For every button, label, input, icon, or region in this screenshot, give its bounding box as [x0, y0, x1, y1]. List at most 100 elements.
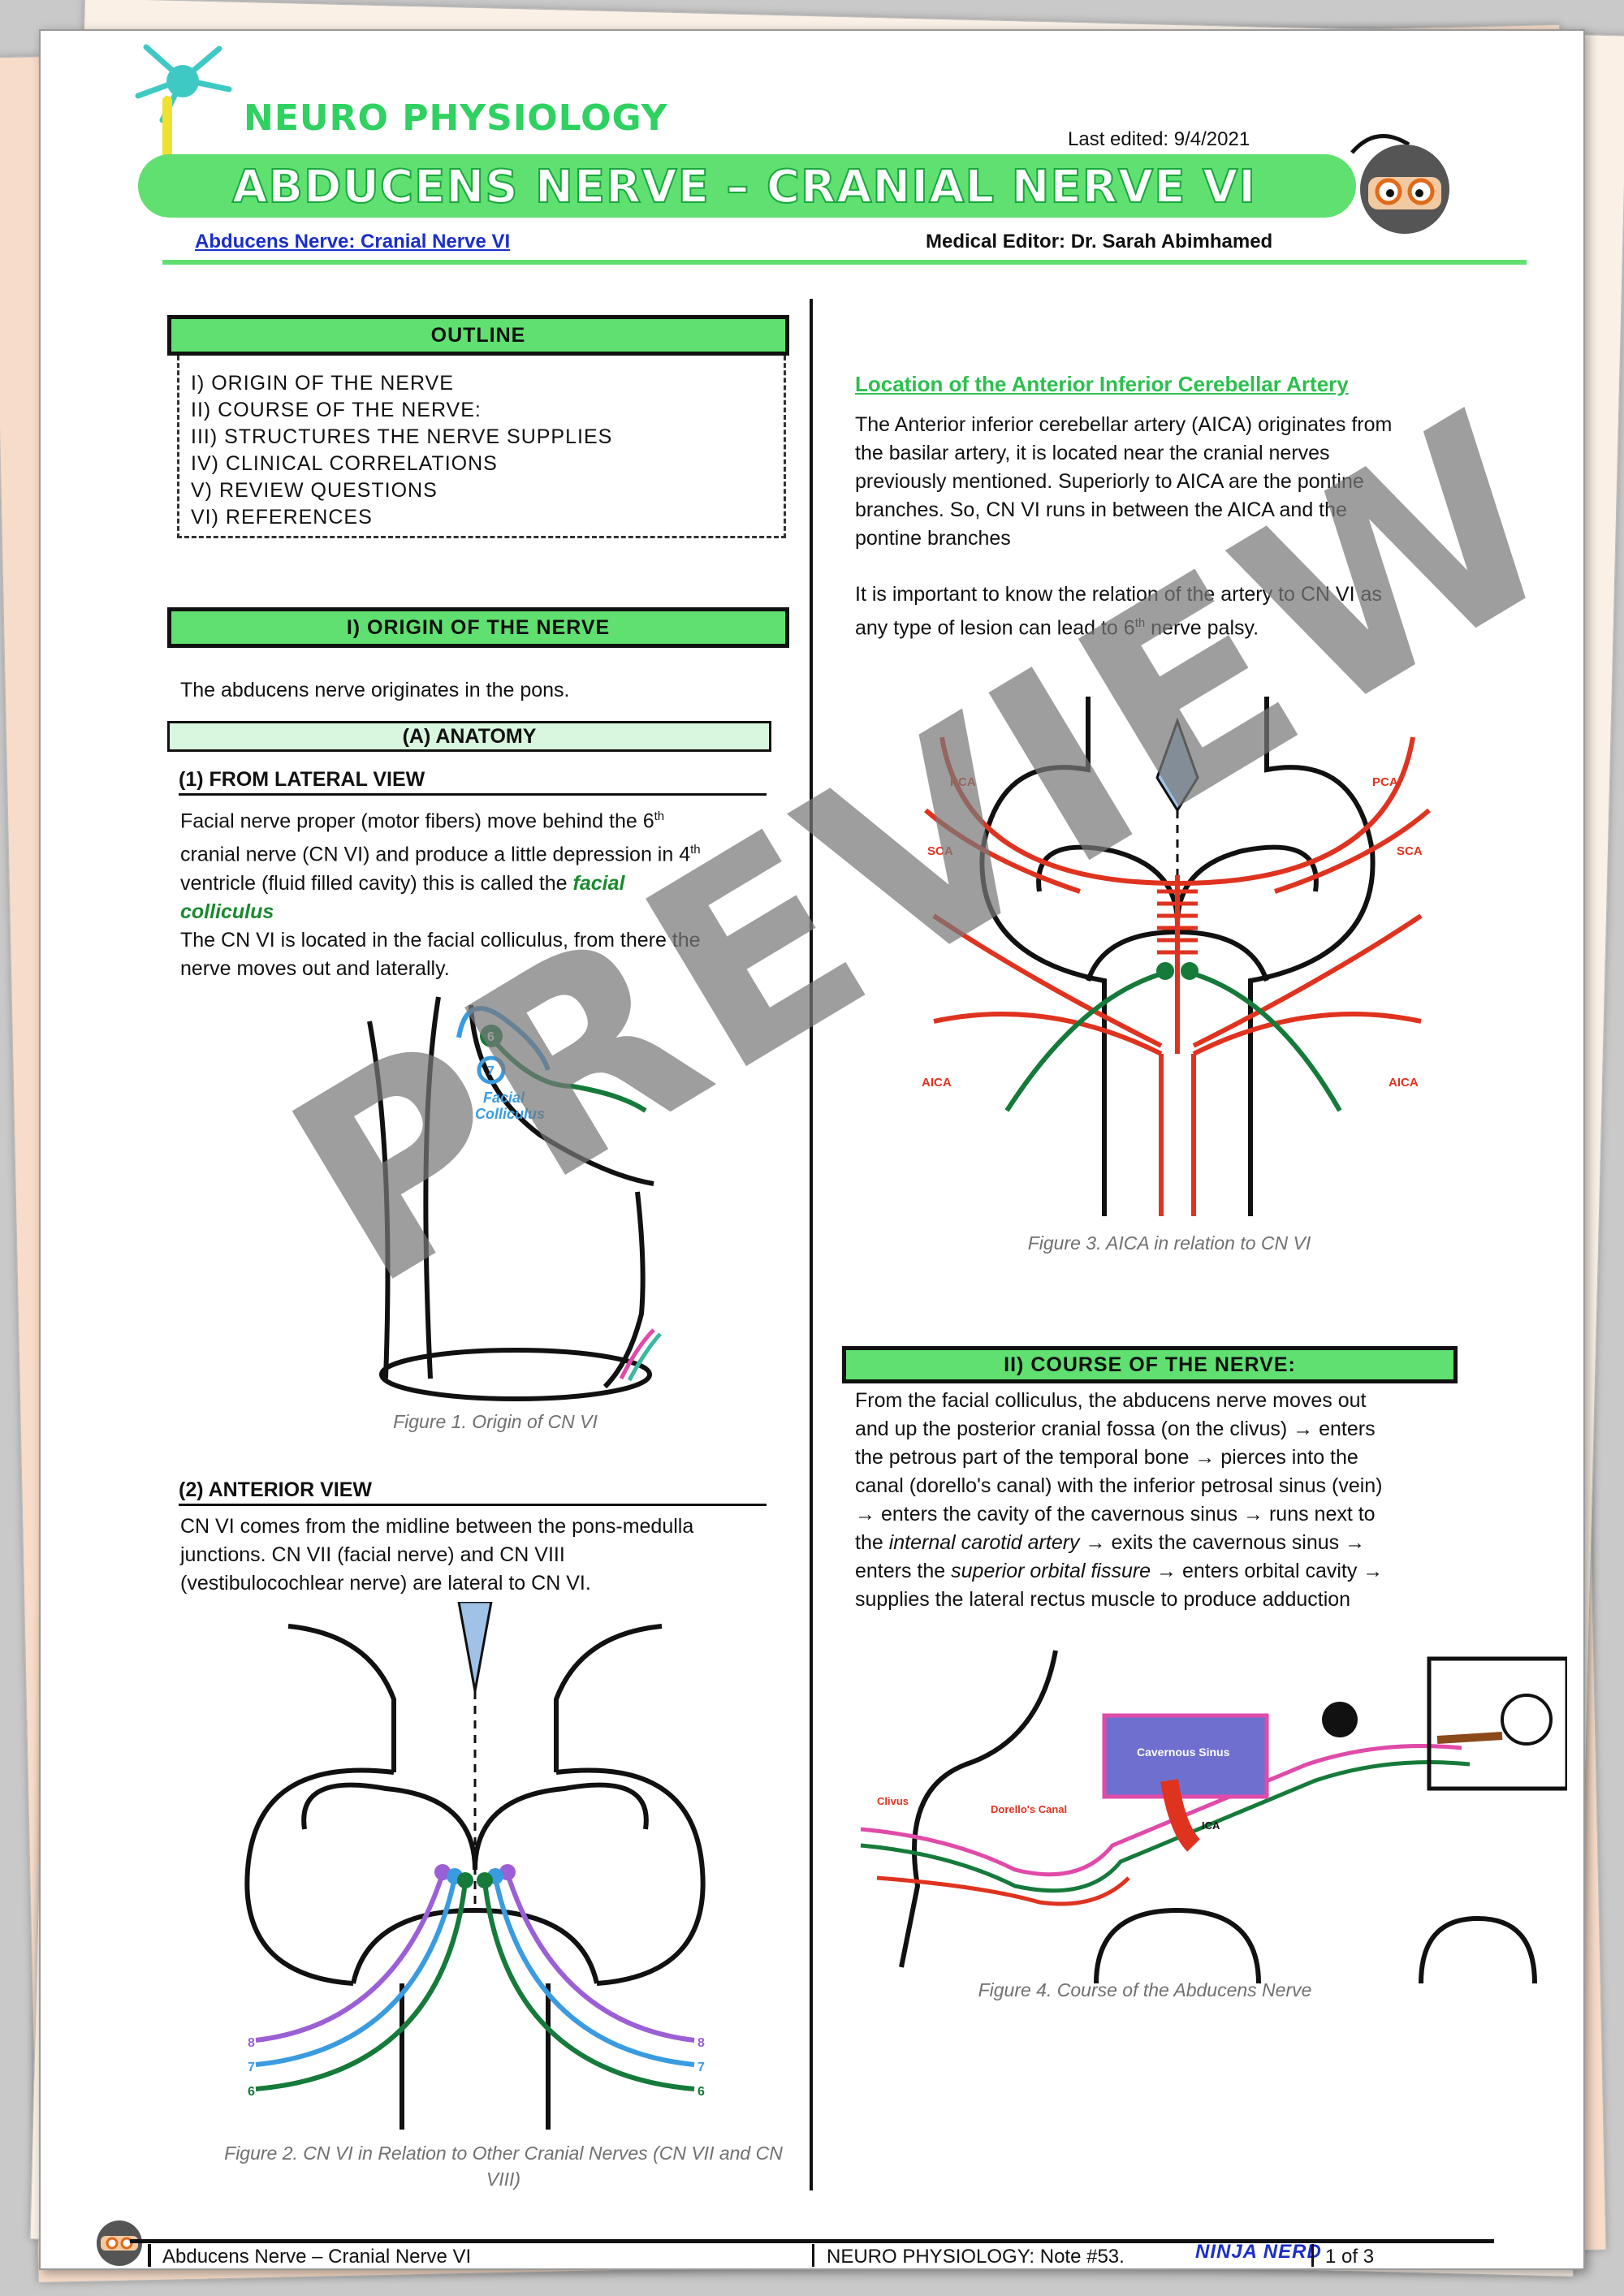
figure-4-caption: Figure 4. Course of the Abducens Nerve: [978, 1979, 1312, 2000]
section-header: II) COURSE OF THE NERVE:: [842, 1346, 1458, 1383]
outline-list: I) ORIGIN OF THE NERVE II) COURSE OF THE…: [179, 356, 784, 531]
fig2-label: 8: [698, 2036, 705, 2050]
text-line: previously mentioned. Superiorly to AICA…: [855, 470, 1364, 493]
anterior-view-heading: (2) ANTERIOR VIEW: [179, 1476, 767, 1506]
figure-4-course-diagram: Cavernous Sinus Dorello's Canal ICA Cliv…: [860, 1650, 1567, 1983]
text-line: → enters orbital cavity →: [1156, 1560, 1384, 1582]
topic-link[interactable]: Abducens Nerve: Cranial Nerve VI: [195, 231, 511, 252]
text-line: It is important to know the relation of …: [855, 583, 1382, 606]
fig2-label: 8: [248, 2036, 255, 2050]
outline-item[interactable]: I) ORIGIN OF THE NERVE: [191, 372, 454, 395]
superscript: th: [654, 809, 665, 823]
text-line: The Anterior inferior cerebellar artery …: [855, 413, 1393, 436]
aica-heading: Location of the Anterior Inferior Cerebe…: [855, 372, 1349, 396]
column-divider: [810, 299, 813, 2190]
figure-3-caption: Figure 3. AICA in relation to CN VI: [1027, 1232, 1311, 1254]
text-line: supplies the lateral rectus muscle to pr…: [855, 1588, 1351, 1611]
text-line: junctions. CN VII (facial nerve) and CN …: [180, 1543, 565, 1566]
fig4-label: Clivus: [877, 1795, 909, 1807]
term-superior-orbital-fissure: superior orbital fissure: [951, 1560, 1151, 1582]
ninja-footer-icon: [97, 2220, 142, 2266]
fig3-label: SCA: [1397, 844, 1423, 858]
fig3-label: PCA: [950, 775, 976, 789]
footer-separator: [812, 2244, 814, 2267]
outline-item[interactable]: II) COURSE OF THE NERVE:: [191, 399, 482, 421]
text-line: branches. So, CN VI runs in between the …: [855, 498, 1347, 521]
footer-title: Abducens Nerve – Cranial Nerve VI: [162, 2246, 472, 2268]
document-page: NEURO PHYSIOLOGY Last edited: 9/4/2021 A…: [39, 29, 1585, 2270]
footer-separator: [1311, 2244, 1314, 2267]
lateral-view-heading: (1) FROM LATERAL VIEW: [179, 766, 767, 796]
course-text: From the facial colliculus, the abducens…: [855, 1387, 1497, 1614]
page-number: 1 of 3: [1325, 2246, 1375, 2268]
text-line: → enters the cavity of the cavernous sin…: [855, 1503, 1376, 1526]
header-rule: [162, 260, 1527, 265]
footer-separator: [148, 2244, 151, 2267]
outline-item[interactable]: V) REVIEW QUESTIONS: [191, 479, 438, 502]
subsection-header: (A) ANATOMY: [167, 721, 771, 752]
text-line: the: [855, 1531, 883, 1554]
text-line: Facial nerve proper (motor fibers) move …: [180, 809, 654, 833]
figure-1-lateral-diagram: 6 7 Facial Colliculus: [367, 996, 662, 1401]
text-line: nerve moves out and laterally.: [180, 956, 450, 980]
fig3-label: AICA: [922, 1076, 952, 1090]
page-title: ABDUCENS NERVE – CRANIAL NERVE VI: [231, 160, 1257, 214]
fig3-label: SCA: [927, 844, 953, 858]
fig2-label: 7: [248, 2061, 255, 2074]
outline-item[interactable]: IV) CLINICAL CORRELATIONS: [191, 452, 498, 475]
fig1-label: 6: [487, 1030, 495, 1044]
brand-title: NEURO PHYSIOLOGY: [244, 97, 668, 139]
fig1-label: 7: [487, 1064, 495, 1078]
figure-2-anterior-diagram: 8 7 6 8 7 6: [244, 1602, 706, 2130]
figure-1-caption: Figure 1. Origin of CN VI: [393, 1411, 598, 1432]
medical-editor: Medical Editor: Dr. Sarah Abimhamed: [926, 231, 1273, 252]
footer-note: NEURO PHYSIOLOGY: Note #53.: [827, 2246, 1125, 2268]
fig4-label: Dorello's Canal: [991, 1803, 1067, 1815]
term-facial: facial: [572, 871, 625, 895]
ninja-nerd-logo: NINJA NERD: [1195, 2241, 1322, 2263]
section-header: I) ORIGIN OF THE NERVE: [167, 607, 789, 648]
superscript: th: [1134, 616, 1146, 630]
cn6-nucleus-marker: [480, 1025, 503, 1047]
fig4-label: ICA: [1202, 1819, 1220, 1832]
text-line: The CN VI is located in the facial colli…: [180, 928, 701, 952]
text-line: canal (dorello's canal) with the inferio…: [855, 1474, 1383, 1497]
fig2-label: 6: [248, 2085, 255, 2099]
cavernous-sinus-shape: [1102, 1713, 1269, 1799]
text-line: CN VI comes from the midline between the…: [180, 1515, 694, 1538]
text-line: and up the posterior cranial fossa (on t…: [855, 1418, 1376, 1440]
superscript: th: [690, 843, 701, 857]
anterior-view-text: CN VI comes from the midline between the…: [180, 1513, 773, 1598]
fig1-label: Facial: [483, 1090, 525, 1106]
fig2-label: 6: [698, 2085, 705, 2099]
outline-item[interactable]: VI) REFERENCES: [191, 506, 373, 529]
term-internal-carotid-artery: internal carotid artery: [888, 1531, 1080, 1554]
fig3-label: AICA: [1389, 1076, 1419, 1090]
title-banner: [138, 154, 1356, 218]
text-line: any type of lesion can lead to 6: [855, 616, 1135, 640]
outline-box: I) ORIGIN OF THE NERVE II) COURSE OF THE…: [177, 356, 786, 538]
text-line: enters the: [855, 1560, 946, 1582]
ninja-avatar-icon: [1350, 134, 1449, 234]
fig2-label: 7: [698, 2061, 705, 2074]
aica-paragraph-1: The Anterior inferior cerebellar artery …: [855, 411, 1488, 553]
text-line: cranial nerve (CN VI) and produce a litt…: [180, 843, 691, 866]
outline-header: OUTLINE: [167, 315, 789, 356]
figure-3-aica-diagram: PCA PCA SCA SCA AICA AICA: [922, 697, 1431, 1216]
outline-item[interactable]: III) STRUCTURES THE NERVE SUPPLIES: [191, 425, 613, 448]
text-line: the basilar artery, it is located near t…: [855, 442, 1330, 464]
footer-rule: [130, 2239, 1494, 2243]
fig1-label: Colliculus: [475, 1106, 545, 1122]
aica-paragraph-2: It is important to know the relation of …: [855, 580, 1488, 642]
text-line: the petrous part of the temporal bone → …: [855, 1446, 1358, 1469]
text-line: nerve palsy.: [1151, 616, 1259, 640]
text-line: From the facial colliculus, the abducens…: [855, 1389, 1367, 1412]
fig4-label: Cavernous Sinus: [1137, 1746, 1230, 1759]
lateral-view-text: Facial nerve proper (motor fibers) move …: [180, 802, 773, 983]
fig3-label: PCA: [1372, 775, 1398, 789]
neuron-logo-icon: [135, 44, 232, 185]
text-line: ventricle (fluid filled cavity) this is …: [180, 871, 568, 895]
section-intro: The abducens nerve originates in the pon…: [180, 679, 570, 701]
text-line: → exits the cavernous sinus →: [1085, 1531, 1366, 1554]
cn7-marker: [477, 1055, 506, 1085]
